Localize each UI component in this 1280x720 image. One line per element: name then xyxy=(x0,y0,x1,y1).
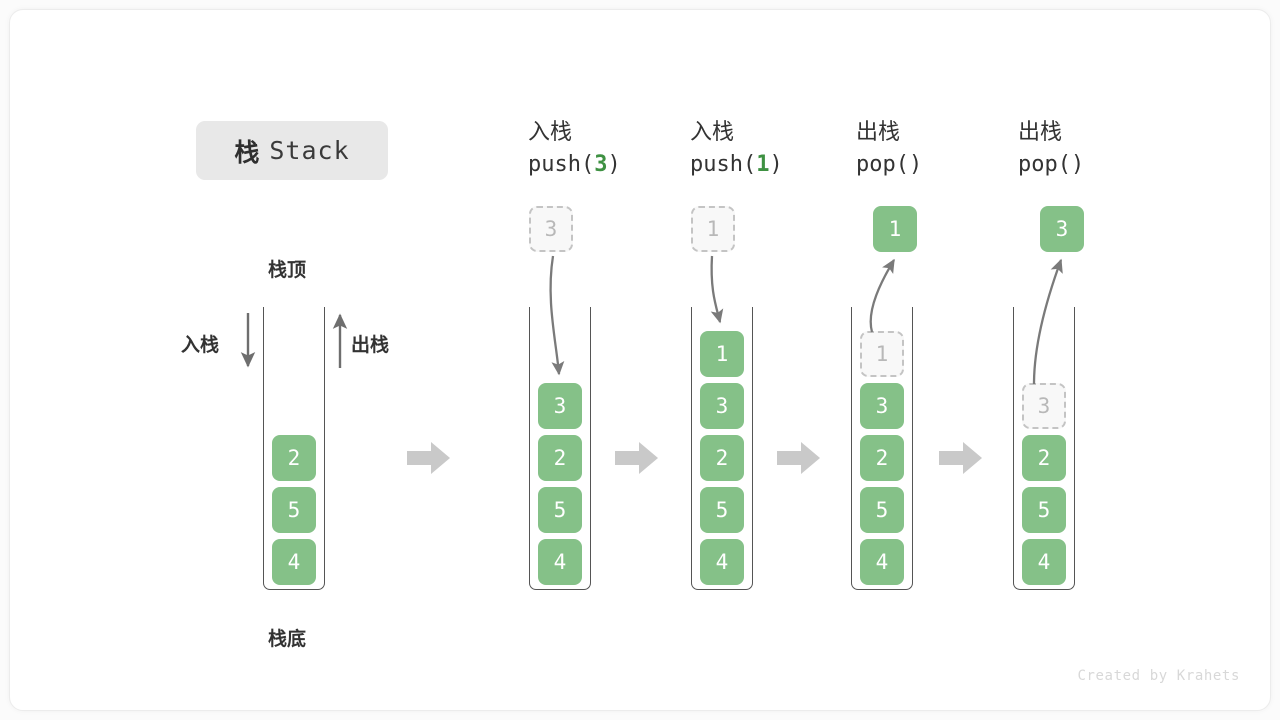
stack-cell: 4 xyxy=(1022,539,1066,585)
credit-text: Created by Krahets xyxy=(1077,668,1240,684)
step-op-label: 入栈 xyxy=(690,119,735,144)
stack-cell: 4 xyxy=(272,539,316,585)
step-header-push-3: 入栈 push(3) xyxy=(528,116,621,182)
floating-cell-push-3: 3 xyxy=(529,206,573,252)
title-cn: 栈 xyxy=(234,138,260,167)
stack-cell: 1 xyxy=(700,331,744,377)
step-header-pop-2: 出栈 pop() xyxy=(1018,116,1084,182)
code-prefix: push( xyxy=(528,152,595,177)
stack-cell: 2 xyxy=(700,435,744,481)
stack-cell: 5 xyxy=(860,487,904,533)
floating-cell-pop-2: 3 xyxy=(1040,206,1084,252)
stack-cell: 2 xyxy=(272,435,316,481)
title-badge: 栈 Stack xyxy=(196,121,388,180)
push-direction-label: 入栈 xyxy=(181,335,220,356)
stack-cell: 3 xyxy=(1022,383,1066,429)
stack-container-push-3 xyxy=(529,307,591,590)
code-suffix: ) xyxy=(769,152,783,177)
code-suffix: ) xyxy=(607,152,621,177)
stack-bottom-label: 栈底 xyxy=(268,629,307,650)
stack-cell: 1 xyxy=(860,331,904,377)
step-code-label: pop() xyxy=(856,148,922,182)
stack-cell: 3 xyxy=(538,383,582,429)
floating-cell-pop-1: 1 xyxy=(873,206,917,252)
step-code-label: pop() xyxy=(1018,148,1084,182)
stack-cell: 2 xyxy=(860,435,904,481)
code-prefix: pop( xyxy=(856,152,909,177)
code-arg: 3 xyxy=(594,152,608,177)
stack-container-push-1 xyxy=(691,307,753,590)
stack-cell: 4 xyxy=(538,539,582,585)
step-code-label: push(1) xyxy=(690,148,783,182)
stack-container-initial xyxy=(263,307,325,590)
stack-cell: 4 xyxy=(700,539,744,585)
stack-cell: 5 xyxy=(1022,487,1066,533)
stack-top-label: 栈顶 xyxy=(268,260,307,281)
code-arg: 1 xyxy=(756,152,770,177)
code-suffix: ) xyxy=(1070,152,1085,177)
step-arrow-icon xyxy=(939,441,983,475)
stack-cell: 3 xyxy=(700,383,744,429)
stack-cell: 3 xyxy=(860,383,904,429)
stack-cell: 5 xyxy=(700,487,744,533)
step-arrow-icon xyxy=(615,441,659,475)
arrow-overlay xyxy=(240,255,1063,385)
step-header-pop-1: 出栈 pop() xyxy=(856,116,922,182)
stack-cell: 4 xyxy=(860,539,904,585)
step-code-label: push(3) xyxy=(528,148,621,182)
step-op-label: 出栈 xyxy=(1018,119,1063,144)
code-prefix: push( xyxy=(690,152,757,177)
stack-container-pop-2 xyxy=(1013,307,1075,590)
pop-direction-label: 出栈 xyxy=(351,335,390,356)
stack-container-pop-1 xyxy=(851,307,913,590)
step-arrow-icon xyxy=(777,441,821,475)
title-en: Stack xyxy=(269,136,350,165)
code-suffix: ) xyxy=(908,152,923,177)
step-header-push-1: 入栈 push(1) xyxy=(690,116,783,182)
diagram-card: 栈 Stack 栈顶 栈底 入栈 出栈 入栈 push(3) 入栈 push(1… xyxy=(9,9,1271,711)
step-op-label: 出栈 xyxy=(856,119,901,144)
stack-cell: 2 xyxy=(1022,435,1066,481)
step-op-label: 入栈 xyxy=(528,119,573,144)
floating-cell-push-1: 1 xyxy=(691,206,735,252)
stack-cell: 5 xyxy=(272,487,316,533)
stack-cell: 2 xyxy=(538,435,582,481)
step-arrow-icon xyxy=(407,441,451,475)
stack-cell: 5 xyxy=(538,487,582,533)
code-prefix: pop( xyxy=(1018,152,1071,177)
